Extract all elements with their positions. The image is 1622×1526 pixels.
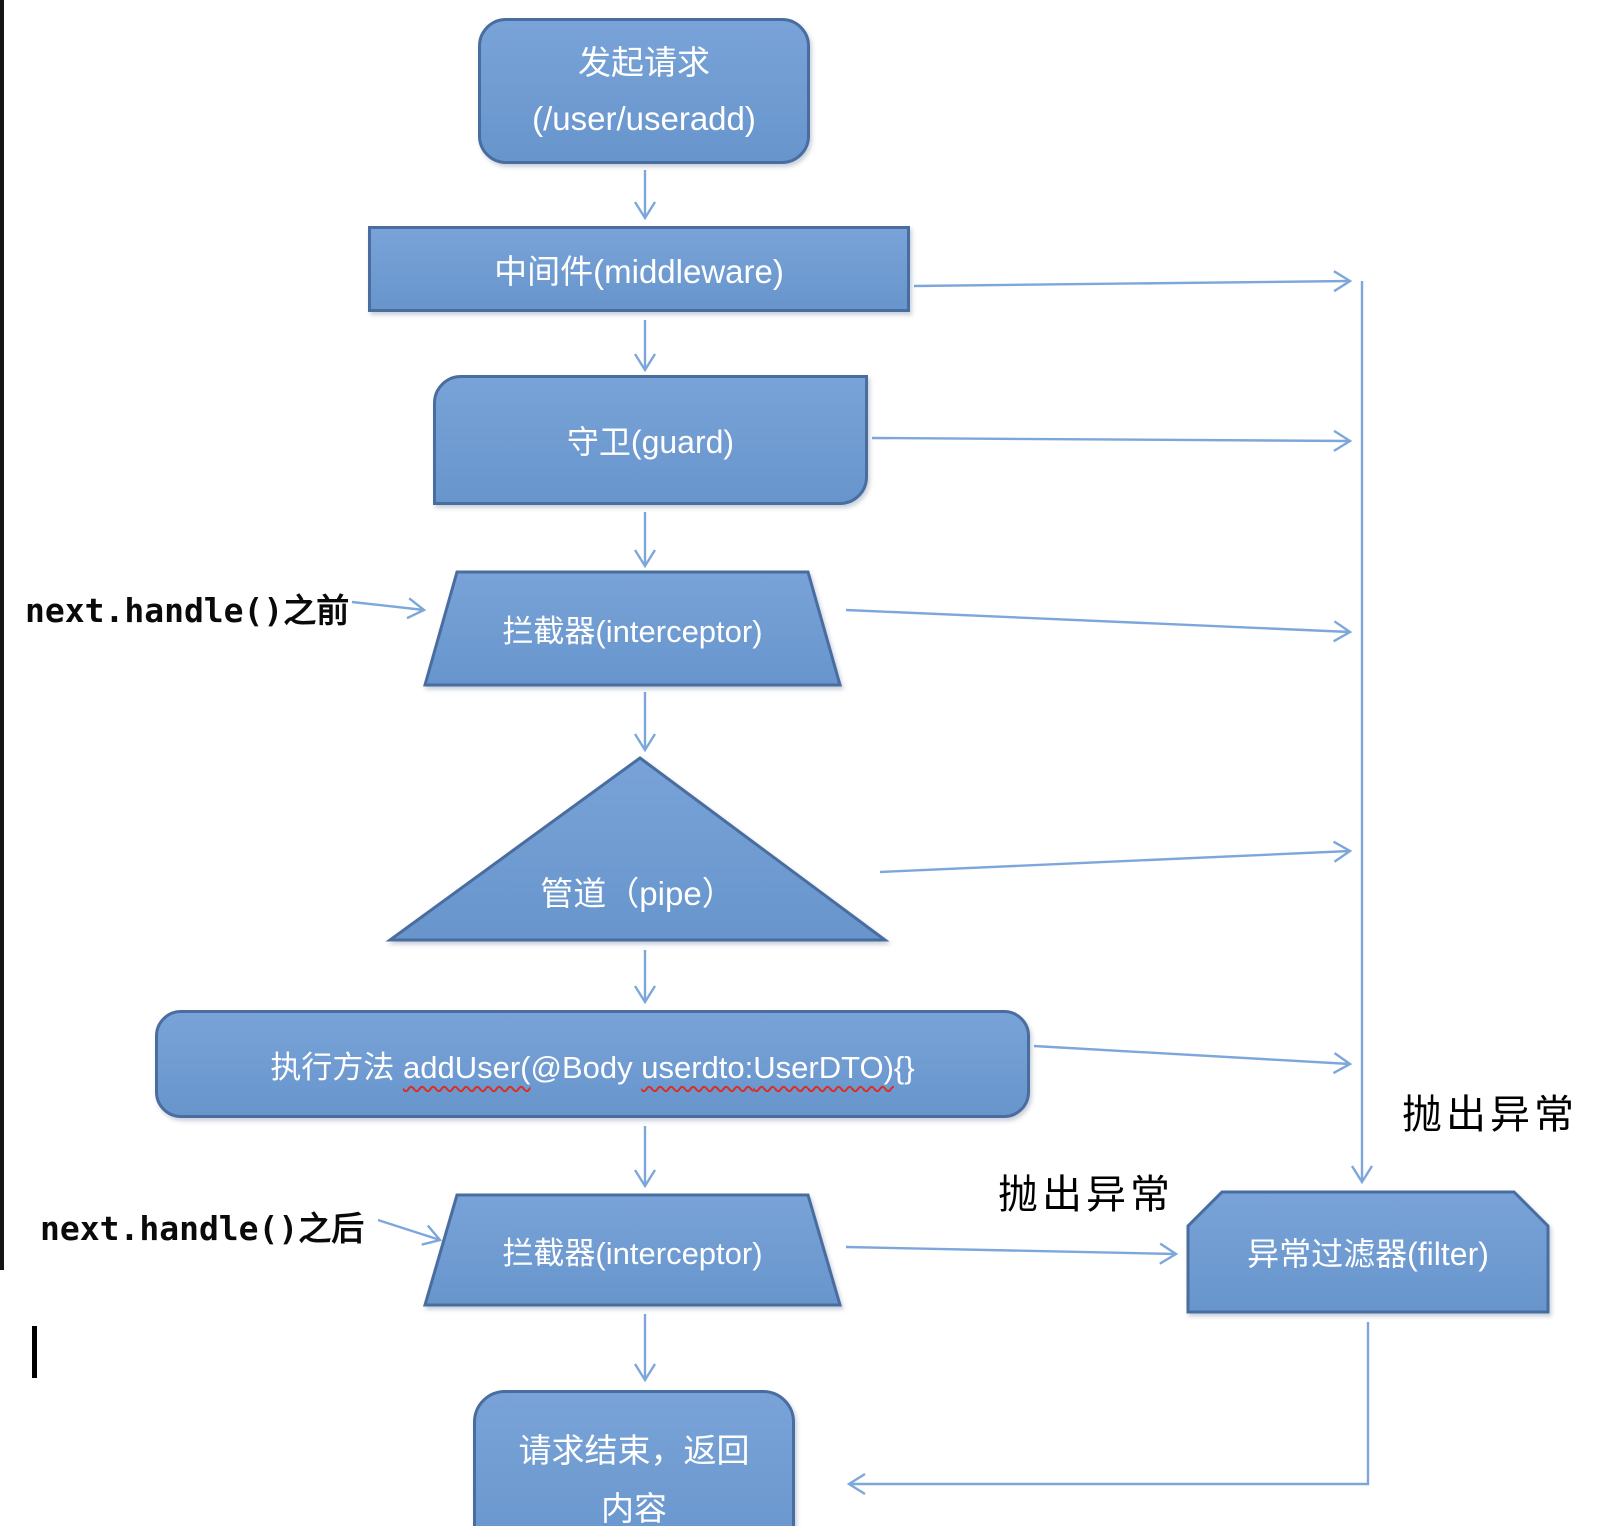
node-pipe-shape xyxy=(385,756,890,942)
node-guard: 守卫(guard) xyxy=(433,375,868,505)
annotation-throw-exception-rail: 抛出异常 xyxy=(1402,1092,1578,1138)
arrow-interceptor2-to-filter xyxy=(845,1242,1179,1265)
arrow-middleware-to-rail xyxy=(913,270,1353,293)
node-request-line1: 发起请求 xyxy=(578,44,710,81)
node-method-label: 执行方法 addUser(@Body userdto:UserDTO){} xyxy=(270,1042,914,1087)
node-request-line2: (/user/useradd) xyxy=(532,100,756,137)
node-request: 发起请求 (/user/useradd) xyxy=(478,18,810,164)
method-decorator: @Body xyxy=(530,1049,642,1085)
method-braces: {} xyxy=(893,1049,915,1085)
arrow-filter-to-end xyxy=(846,1322,1370,1496)
node-guard-label: 守卫(guard) xyxy=(566,424,735,460)
node-end: 请求结束，返回 内容 xyxy=(473,1390,795,1526)
method-function-name: addUser( xyxy=(402,1049,531,1085)
window-left-border xyxy=(0,0,4,1270)
arrow-guard-to-rail xyxy=(871,429,1353,452)
text-cursor[interactable] xyxy=(32,1326,37,1378)
node-exception-filter-shape xyxy=(1186,1190,1550,1314)
node-method-call: 执行方法 addUser(@Body userdto:UserDTO){} xyxy=(155,1010,1030,1118)
node-end-line1: 请求结束，返回 xyxy=(518,1432,750,1469)
arrow-before-label xyxy=(351,597,427,620)
arrow-pipe-to-rail xyxy=(879,840,1353,874)
annotation-after-interceptor: next.handle()之后 xyxy=(40,1209,365,1248)
annotation-throw-exception-mid: 抛出异常 xyxy=(998,1172,1174,1218)
annotation-before-interceptor: next.handle()之前 xyxy=(25,591,350,630)
node-interceptor-after-shape xyxy=(423,1193,842,1307)
arrow-after-label xyxy=(377,1218,443,1246)
method-type: UserDTO) xyxy=(753,1049,894,1085)
arrow-interceptor-to-rail xyxy=(845,608,1353,643)
node-end-line2: 内容 xyxy=(601,1490,667,1526)
node-interceptor-before-shape xyxy=(423,570,842,687)
method-prefix: 执行方法 xyxy=(270,1049,403,1085)
node-middleware: 中间件(middleware) xyxy=(368,226,910,312)
node-middleware-label: 中间件(middleware) xyxy=(494,253,784,290)
method-param: userdto: xyxy=(641,1049,754,1085)
arrow-method-to-rail xyxy=(1033,1044,1353,1075)
